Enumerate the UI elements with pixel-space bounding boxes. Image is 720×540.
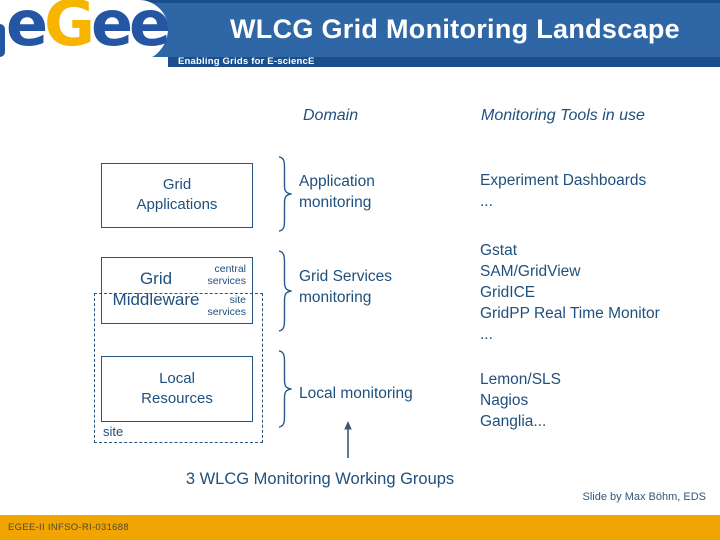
local-resources-box: Local Resources bbox=[101, 356, 253, 422]
site-services-label: site services bbox=[207, 294, 246, 318]
project-id: EGEE-II INFSO-RI-031688 bbox=[8, 522, 129, 533]
egee-logo: eGee bbox=[0, 0, 171, 62]
box-label-line: Grid bbox=[162, 176, 192, 193]
site-area-label: site bbox=[103, 424, 124, 439]
tool-item: GridPP Real Time Monitor bbox=[480, 305, 660, 322]
tool-item: ... bbox=[480, 326, 493, 343]
tool-list-local: Lemon/SLS Nagios Ganglia... bbox=[480, 369, 718, 432]
label-line: services bbox=[207, 306, 246, 318]
local-monitoring-label: Local monitoring bbox=[299, 385, 413, 402]
tool-list-applications: Experiment Dashboards ... bbox=[480, 170, 718, 212]
box-label-line: Applications bbox=[136, 196, 218, 213]
logo-letter: e bbox=[90, 0, 133, 60]
tool-item: Experiment Dashboards bbox=[480, 172, 647, 189]
box-label-line: Grid bbox=[139, 269, 173, 288]
egee-logo-text: eGee bbox=[6, 0, 171, 55]
label-line: site bbox=[229, 294, 246, 306]
tool-item: GridICE bbox=[480, 284, 536, 301]
box-label-line: Resources bbox=[141, 390, 213, 407]
footer-bar: EGEE-II INFSO-RI-031688 bbox=[0, 515, 720, 540]
header-subtitle: Enabling Grids for E-sciencE bbox=[178, 56, 315, 67]
box-label-line: Local bbox=[159, 370, 195, 387]
tool-item: Gstat bbox=[480, 242, 518, 259]
logo-edge-arc-icon bbox=[0, 24, 5, 57]
logo-letter: e bbox=[129, 0, 171, 60]
grid-middleware-box: Grid Middleware central services site se… bbox=[101, 257, 253, 324]
slide-title: WLCG Grid Monitoring Landscape bbox=[230, 14, 680, 44]
brace-icon bbox=[277, 156, 293, 232]
logo-letter: e bbox=[6, 0, 48, 60]
tool-item: SAM/GridView bbox=[480, 263, 581, 280]
tool-item: Nagios bbox=[480, 392, 529, 409]
central-services-label: central services bbox=[207, 263, 246, 287]
label-line: central bbox=[214, 263, 246, 275]
tool-item: Lemon/SLS bbox=[480, 371, 561, 388]
column-header-tools: Monitoring Tools in use bbox=[481, 107, 645, 124]
tool-list-grid-services: Gstat SAM/GridView GridICE GridPP Real T… bbox=[480, 240, 718, 345]
slide-credit: Slide by Max Böhm, EDS bbox=[582, 491, 707, 503]
column-header-domain: Domain bbox=[303, 107, 359, 124]
brace-icon bbox=[277, 350, 293, 428]
bottom-caption: 3 WLCG Monitoring Working Groups bbox=[185, 470, 455, 488]
up-arrow-icon bbox=[342, 421, 354, 459]
label-line: services bbox=[207, 275, 246, 287]
header-subbar: Enabling Grids for E-sciencE bbox=[168, 57, 720, 67]
box-label: Grid Middleware bbox=[104, 268, 208, 310]
box-label-line: Middleware bbox=[112, 290, 200, 309]
application-monitoring-label: Application monitoring bbox=[299, 173, 375, 211]
logo-letter: G bbox=[44, 0, 95, 60]
grid-applications-box: Grid Applications bbox=[101, 163, 253, 228]
grid-services-monitoring-label: Grid Services monitoring bbox=[299, 268, 393, 306]
tool-item: ... bbox=[480, 193, 493, 210]
brace-icon bbox=[277, 250, 293, 332]
tool-item: Ganglia... bbox=[480, 413, 547, 430]
